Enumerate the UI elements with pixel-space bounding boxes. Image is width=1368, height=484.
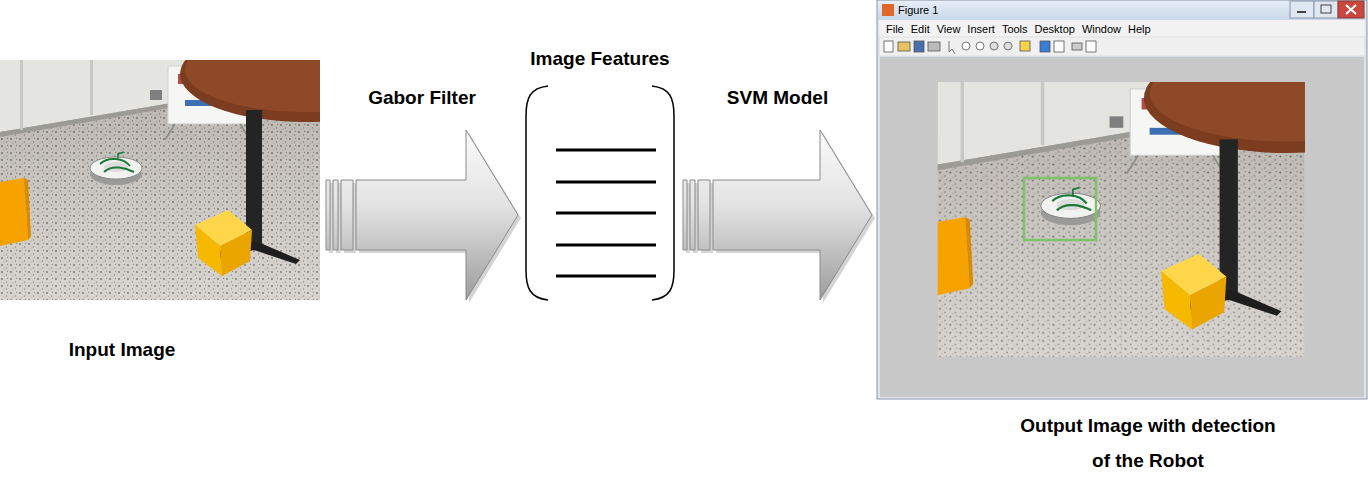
toolbar-icons-part	[962, 42, 970, 50]
toolbar-icons-part	[1072, 43, 1082, 50]
output-caption: Output Image with detection of the Robot	[1014, 408, 1282, 478]
feature-lines-part	[556, 212, 656, 215]
input-photo	[0, 26, 430, 300]
window-title-slot: Figure 1	[898, 3, 938, 17]
toolbar-icons	[884, 41, 1096, 54]
gabor-arrow	[326, 130, 521, 303]
menu-item: Insert	[967, 22, 995, 36]
output-photo-part	[938, 43, 1368, 357]
feature-bracket-part	[652, 86, 674, 300]
feature-lines-part	[556, 181, 656, 184]
arrow-label: SVM Model	[725, 86, 830, 111]
toolbar-icons-part	[990, 42, 998, 50]
menu-item: Tools	[1002, 22, 1028, 36]
window-title: Figure 1	[898, 3, 938, 17]
output-photo	[938, 43, 1368, 357]
toolbar-icons-part	[884, 41, 893, 52]
toolbar-icons-part	[1004, 42, 1012, 50]
figure-window-part	[879, 20, 1365, 37]
toolbar-icons-part	[1020, 41, 1030, 51]
svm-arrow	[683, 130, 875, 303]
arrow-body	[326, 130, 518, 300]
image-caption: Input Image	[22, 338, 222, 363]
output-window: Output Image with detection of the Robot	[877, 0, 1368, 400]
figure-window-part	[1321, 5, 1331, 13]
figure-window-part	[882, 4, 894, 16]
feature-bracket-part	[526, 86, 548, 300]
feature-lines	[556, 150, 656, 276]
toolbar-icons-part	[1054, 41, 1064, 52]
feature-lines-part	[556, 149, 656, 152]
menu-item: View	[937, 22, 961, 36]
detection-box	[1024, 178, 1096, 240]
feature-lines-part	[556, 275, 656, 278]
arrow-label: Gabor Filter	[366, 86, 478, 111]
figure-window-part	[1297, 11, 1306, 13]
feature-lines-part	[556, 244, 656, 247]
menu-item: Help	[1128, 22, 1151, 36]
toolbar-icons-part	[1086, 41, 1096, 52]
toolbar-icons-part	[928, 42, 940, 51]
toolbar-icons-part	[949, 41, 955, 54]
feature-heading: Image Features	[500, 47, 700, 72]
menu-item: File	[886, 22, 904, 36]
figure-window-part	[1290, 1, 1314, 18]
input-photo-part	[0, 26, 430, 300]
arrow-body	[683, 130, 872, 300]
input-image: Input Image	[0, 60, 320, 300]
menu-item: Window	[1082, 22, 1121, 36]
menu-item: Desktop	[1035, 22, 1075, 36]
menu-bar: File Edit View Insert Tools Desktop Window Help	[886, 22, 1151, 36]
figure-window-part	[879, 37, 1365, 56]
figure-window-part	[878, 1, 1366, 20]
toolbar-icons-part	[1040, 41, 1050, 52]
figure-window-part	[1338, 1, 1364, 18]
toolbar-icons-part	[914, 41, 924, 52]
feature-vector: Image Features	[520, 85, 680, 300]
toolbar-icons-part	[976, 42, 984, 50]
menu-item: Edit	[911, 22, 930, 36]
toolbar-icons-part	[898, 42, 910, 51]
figure-window-part	[1346, 5, 1356, 14]
figure-window-part	[1314, 1, 1338, 18]
feature-bracket	[526, 86, 674, 300]
